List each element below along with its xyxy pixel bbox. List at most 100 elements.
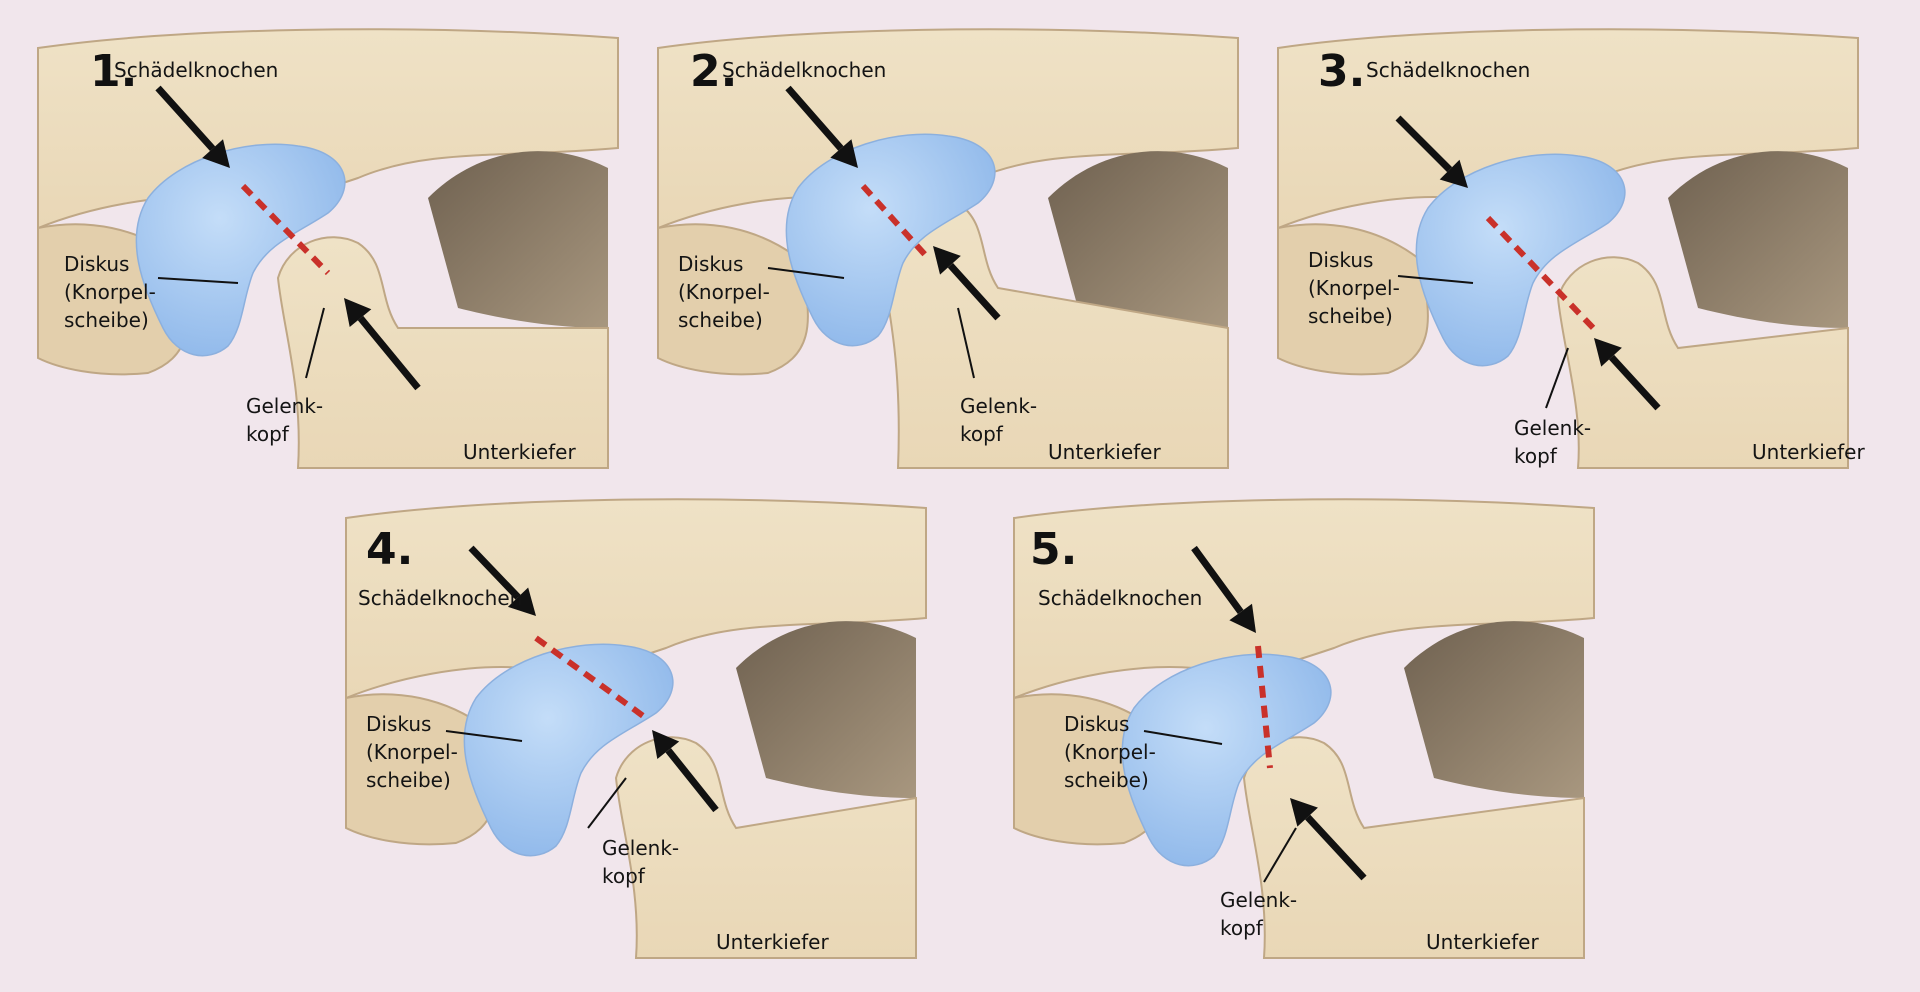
jaw-label: Unterkiefer — [1752, 440, 1865, 464]
joint-cavity — [428, 151, 608, 328]
skull-label: Schädelknochen — [722, 58, 887, 82]
jaw-label: Unterkiefer — [463, 440, 576, 464]
skull-arrow-shaft — [785, 85, 844, 151]
skull-arrow-head — [830, 139, 858, 168]
panel-illustration — [657, 28, 1239, 469]
skull-arrow-head — [202, 139, 230, 168]
temporal-bone-lower — [1277, 223, 1429, 376]
panel-number: 3. — [1318, 46, 1366, 97]
condyle-arrow-head — [933, 246, 961, 275]
skull-label: Schädelknochen — [114, 58, 279, 82]
disc-label-line-3: scheibe) — [64, 308, 149, 332]
disc-label-line-2: (Knorpel- — [366, 740, 458, 764]
joint-cavity — [1048, 151, 1228, 328]
mandible-condyle — [276, 236, 609, 469]
disc-label-line-3: scheibe) — [366, 768, 451, 792]
joint-space-line — [240, 183, 331, 276]
jaw-label: Unterkiefer — [1426, 930, 1539, 954]
skull-arrow-head — [1439, 159, 1468, 188]
condyle-label-line-1: Gelenk- — [960, 394, 1038, 418]
condyle-leader-line — [305, 307, 325, 379]
condyle-arrow-shaft — [1305, 814, 1367, 881]
disc-label-line-3: scheibe) — [1308, 304, 1393, 328]
joint-cavity — [1404, 621, 1584, 798]
disc-label: Diskus(Knorpel-scheibe) — [678, 250, 770, 334]
skull-label: Schädelknochen — [1366, 58, 1531, 82]
joint-space-line — [860, 183, 931, 261]
condyle-label-line-2: kopf — [602, 864, 645, 888]
disc-label: Diskus (Knorpel-scheibe) — [1308, 246, 1400, 330]
joint-space-line — [1485, 215, 1601, 336]
condyle-arrow-head — [1290, 798, 1318, 827]
skull-bone — [345, 498, 927, 700]
panel-illustration — [345, 498, 927, 959]
disc-label: Diskus(Knorpel-scheibe) — [366, 710, 458, 794]
condyle-leader-line — [957, 307, 975, 379]
condyle-leader-line — [1545, 347, 1569, 409]
skull-label: Schädelknochen — [358, 586, 523, 610]
panel-illustration — [1013, 498, 1595, 959]
skull-bone — [1013, 498, 1595, 700]
skull-arrow-shaft — [1191, 545, 1244, 615]
condyle-arrow-shaft — [357, 315, 421, 391]
skull-arrow-head — [507, 587, 536, 616]
condyle-leader-line — [1263, 827, 1297, 883]
condyle-arrow-head — [1594, 338, 1622, 367]
disc-leader-line — [1397, 275, 1474, 284]
condyle-label: Gelenk-kopf — [602, 834, 679, 890]
temporal-bone-lower — [657, 223, 809, 376]
panel-illustration — [1277, 28, 1859, 469]
condyle-label: Gelenk-kopf — [1514, 414, 1591, 470]
jaw-label: Unterkiefer — [1048, 440, 1161, 464]
condyle-label-line-2: kopf — [246, 422, 289, 446]
skull-label: Schädelknochen — [1038, 586, 1203, 610]
disc-label-line-3: scheibe) — [1064, 768, 1149, 792]
disc-label-line-1: Diskus — [1064, 712, 1130, 736]
mandible-condyle — [1556, 256, 1849, 469]
condyle-arrow-shaft — [947, 262, 1001, 321]
disc-label-line-1: Diskus — [1308, 248, 1374, 272]
joint-cavity — [736, 621, 916, 798]
condyle-label-line-1: Gelenk- — [246, 394, 324, 418]
joint-space-line — [534, 635, 648, 721]
disc-label-line-2: (Knorpel- — [64, 280, 156, 304]
panel-number: 4. — [366, 524, 414, 575]
disc-label-line-1: Diskus — [678, 252, 744, 276]
condyle-label-line-2: kopf — [960, 422, 1003, 446]
disc — [785, 133, 996, 347]
skull-arrow-head — [1229, 603, 1256, 633]
disc — [1121, 653, 1332, 867]
panel-number: 5. — [1030, 524, 1078, 575]
condyle-label-line-1: Gelenk- — [1514, 416, 1592, 440]
panel-number: 2. — [690, 46, 738, 97]
disc-leader-line — [445, 730, 523, 742]
disc-label-line-3: scheibe) — [678, 308, 763, 332]
skull-bone — [1277, 28, 1859, 230]
disc-label-line-2: (Knorpel- — [1308, 276, 1400, 300]
condyle-arrow-head — [344, 298, 372, 327]
disc-label: Diskus (Knorpel-scheibe) — [1064, 710, 1156, 794]
disc-leader-line — [767, 267, 845, 279]
jaw-label: Unterkiefer — [716, 930, 829, 954]
joint-cavity — [1668, 151, 1848, 328]
condyle-label-line-1: Gelenk- — [602, 836, 680, 860]
condyle-label: Gelenk-kopf — [1220, 886, 1297, 942]
joint-space-line — [1255, 645, 1273, 769]
disc-label-line-2: (Knorpel- — [1064, 740, 1156, 764]
condyle-label-line-1: Gelenk- — [1220, 888, 1298, 912]
disc-label: Diskus (Knorpel-scheibe) — [64, 250, 156, 334]
disc-label-line-1: Diskus — [64, 252, 130, 276]
condyle-label: Gelenk-kopf — [960, 392, 1037, 448]
condyle-arrow-shaft — [665, 748, 719, 813]
condyle-arrow-shaft — [1608, 354, 1661, 411]
condyle-label: Gelenk-kopf — [246, 392, 323, 448]
condyle-leader-line — [587, 777, 627, 829]
panel-illustration — [37, 28, 619, 469]
panel-number: 1. — [90, 46, 138, 97]
